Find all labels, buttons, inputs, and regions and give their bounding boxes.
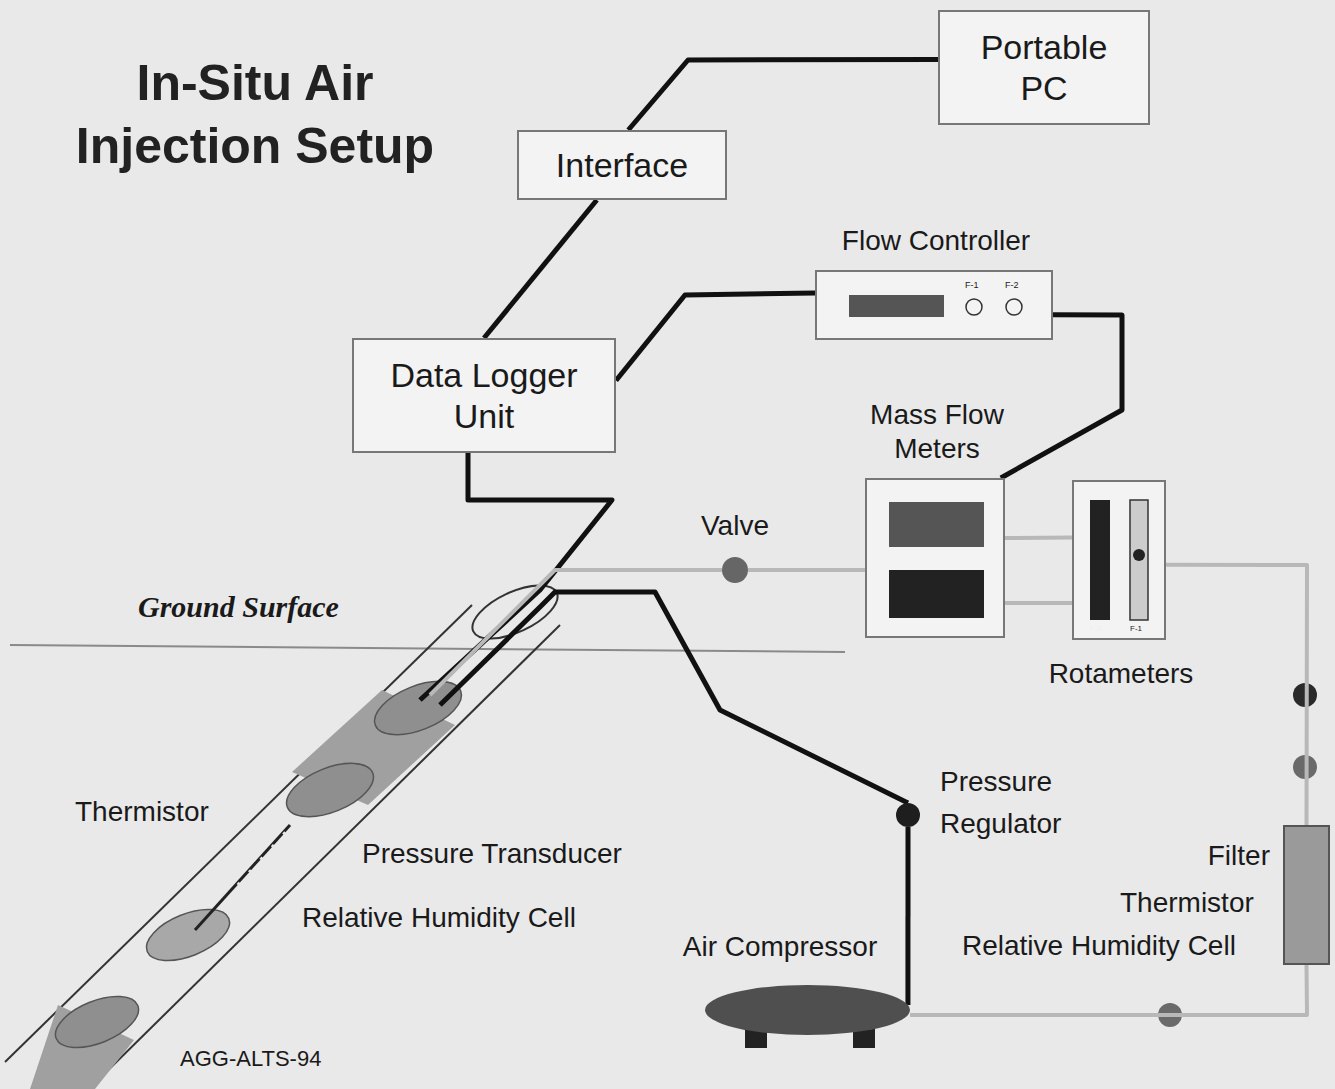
tube-label: F-2 xyxy=(1090,624,1102,633)
air-line xyxy=(1166,565,1307,825)
air-compressor-symbol xyxy=(705,985,910,1035)
computer-box: Portable PC xyxy=(938,10,1150,125)
rotameters-symbol xyxy=(1074,482,1168,642)
part-label: Thermistor xyxy=(1120,887,1254,919)
signal-cable xyxy=(484,200,597,338)
air-line xyxy=(910,965,1307,1015)
wires xyxy=(420,453,1072,803)
tube-label: F-1 xyxy=(1130,624,1142,633)
signal-cable xyxy=(616,293,815,380)
data-logger-box-label: Data Logger Unit xyxy=(364,355,604,437)
mass-flow-meters: Mass Flow Meters xyxy=(865,478,1005,638)
filter-label: Filter xyxy=(1185,839,1270,873)
knob-label: F-2 xyxy=(1005,280,1019,290)
air-compressor-label: Air Compressor xyxy=(660,930,900,964)
air-compressor: Air Compressor xyxy=(705,985,910,1035)
borehole-tube xyxy=(5,574,565,1089)
filter: Filter xyxy=(1283,825,1330,965)
mass-flow-meters-symbol xyxy=(867,480,1007,640)
diagram-title: In-Situ Air Injection Setup xyxy=(40,52,470,177)
interface-box-label: Interface xyxy=(556,145,688,186)
interface-box: Interface xyxy=(517,130,727,200)
rotameters: Rotameters xyxy=(1072,480,1166,640)
mass-flow-meters-label: Mass Flow Meters xyxy=(837,398,1037,465)
valve: Valve xyxy=(722,557,748,583)
part-label: Relative Humidity Cell xyxy=(962,930,1236,962)
signal-cable xyxy=(628,59,938,130)
air-line xyxy=(748,568,865,572)
part-label: Thermistor xyxy=(75,796,209,828)
part-label: Pressure Transducer xyxy=(362,838,622,870)
computer-box-label: Portable PC xyxy=(959,27,1129,109)
signal-cable xyxy=(905,827,910,1005)
ground-label: Ground Surface xyxy=(138,590,339,624)
rotameters-label: Rotameters xyxy=(1004,657,1238,691)
flow-controller-label: Flow Controller xyxy=(797,224,1075,258)
knob-label: F-1 xyxy=(965,280,979,290)
flow-controller-symbol xyxy=(817,272,1055,342)
pressure-regulator: Pressure Regulator xyxy=(896,803,920,827)
valve-label: Valve xyxy=(675,509,795,543)
air-line xyxy=(1005,536,1072,540)
data-logger-box: Data Logger Unit xyxy=(352,338,616,453)
part-label: Relative Humidity Cell xyxy=(302,902,576,934)
pressure-regulator-label: Pressure Regulator xyxy=(940,761,1110,845)
figure-id: AGG-ALTS-94 xyxy=(180,1046,321,1072)
